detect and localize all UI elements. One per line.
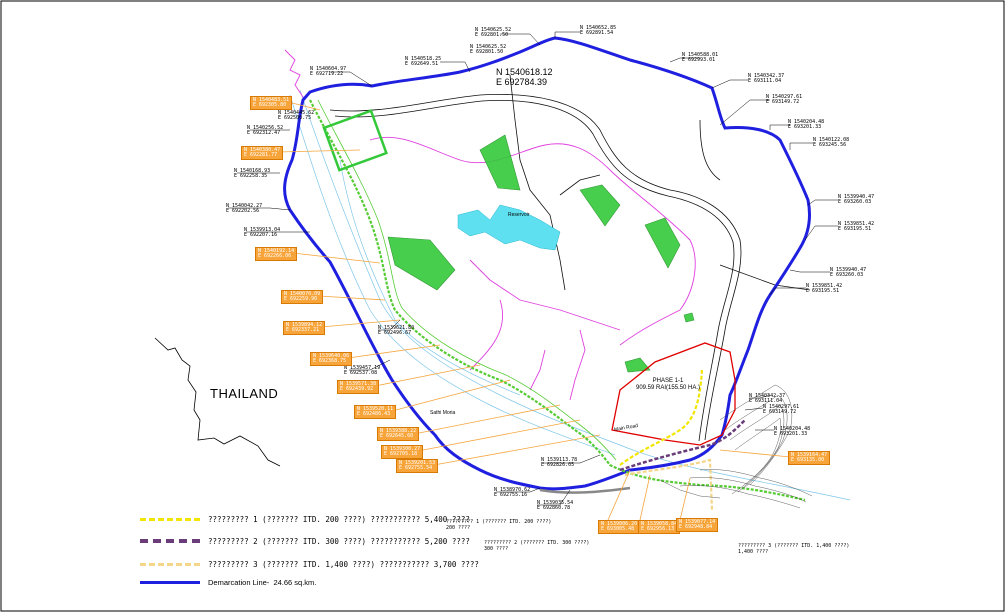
pipeline-3-route	[624, 458, 714, 511]
pipeline-2-route	[619, 419, 746, 472]
legend-pipeline-1: ????????? 1 (??????? ITD. 200 ????) ????…	[140, 513, 470, 525]
boundary-label-top-3: N 1540625.52 E 692801.50	[470, 44, 507, 55]
legend-demarcation: Demarcation Line- 24.66 sq.km.	[140, 576, 316, 588]
callout-13: N 1539058.84 E 692956.13	[638, 520, 681, 534]
pipeline-3-label: ????????? 3 (??????? ITD. 1,400 ????) 1,…	[738, 543, 850, 555]
boundary-label-top-1: N 1540604.97 E 692719.22	[310, 66, 347, 77]
country-border-line	[154, 337, 281, 467]
legend-swatch-pipeline-2	[140, 539, 200, 543]
terrain-contours	[659, 384, 813, 509]
anchor-north: N 1540618.12	[496, 67, 553, 77]
boundary-label-bottom-3: N 1539035.54 E 692860.78	[537, 500, 574, 511]
boundary-label-right-8: N 1539851.42 E 693195.51	[806, 283, 843, 294]
callout-9: N 1539388.22 E 692645.60	[377, 427, 420, 441]
boundary-label-right-4: N 1540122.08 E 693245.56	[813, 137, 850, 148]
phase-label-title: PHASE 1-1	[652, 378, 684, 384]
boundary-label-top-2: N 1540518.25 E 692649.51	[405, 56, 442, 67]
green-corridor	[309, 99, 806, 502]
pipeline-2-label: ????????? 2 (??????? ITD. 300 ????) 300 …	[484, 540, 590, 552]
callout-4: N 1540070.09 E 692259.90	[281, 290, 324, 304]
callout-2: N 1540380.47 E 692281.77	[241, 146, 284, 160]
phase-boundary	[611, 342, 736, 446]
phase-label-area: 909.59 RAI(155.50 HA.)	[636, 385, 701, 391]
boundary-label-east-2: N 1540297.61 E 693149.72	[763, 404, 800, 415]
legend-pipeline-2: ????????? 2 (??????? ITD. 300 ????) ????…	[140, 535, 470, 547]
reservoir-label: Reservoir	[508, 212, 530, 218]
river-line-3	[339, 159, 521, 396]
boundary-label-top-4: N 1540652.85 E 692891.54	[580, 25, 617, 36]
legend-text-pipeline-1: ????????? 1 (??????? ITD. 200 ????) ????…	[208, 514, 470, 524]
green-corridor-edge	[317, 99, 617, 461]
boundary-leaders	[228, 31, 838, 506]
boundary-label-left-4: N 1540042.27 E 692202.56	[226, 203, 263, 214]
legend-text-pipeline-3: ????????? 3 (??????? ITD. 1,400 ????) ??…	[208, 559, 479, 569]
callout-6: N 1539640.06 E 692368.75	[310, 352, 353, 366]
callout-15: N 1539164.47 E 693135.00	[788, 451, 831, 465]
boundary-label-bottom-1: N 1539113.78 E 692826.05	[541, 457, 578, 468]
legend-swatch-pipeline-1	[140, 517, 200, 521]
boundary-label-east-3: N 1540204.48 E 693201.33	[774, 426, 811, 437]
boundary-label-left-5: N 1539913.04 E 692207.16	[244, 227, 281, 238]
reservoir-shape	[457, 204, 561, 251]
country-label: THAILAND	[210, 386, 279, 401]
river-line-2	[289, 94, 616, 456]
legend-pipeline-3: ????????? 3 (??????? ITD. 1,400 ????) ??…	[140, 558, 479, 570]
callout-10: N 1539300.27 E 692705.18	[381, 445, 424, 459]
bottom-road	[539, 486, 631, 494]
boundary-label-right-5: N 1539940.47 E 693260.03	[838, 194, 875, 205]
green-plots	[387, 134, 695, 373]
boundary-label-right-2: N 1540297.61 E 693149.72	[766, 94, 803, 105]
anchor-east: E 692784.39	[496, 77, 548, 87]
boundary-label-bottom-2: N 1538970.62 E 692755.16	[494, 487, 531, 498]
river-line	[299, 89, 851, 501]
legend-swatch-demarcation	[140, 580, 200, 584]
legend-text-demarcation: Demarcation Line- 24.66 sq.km.	[208, 577, 317, 587]
demarcation-boundary	[283, 36, 812, 491]
legend-text-pipeline-2: ????????? 2 (??????? ITD. 300 ????) ????…	[208, 536, 470, 546]
callout-3: N 1540192.14 E 692266.06	[255, 247, 298, 261]
boundary-label-left-1: N 1540445.62 E 692500.75	[278, 110, 315, 121]
boundary-label-right-6: N 1539851.42 E 693195.51	[838, 221, 875, 232]
boundary-label-top-3b: N 1540625.52 E 692801.50	[475, 27, 512, 38]
callout-12: N 1539006.20 E 693005.48	[598, 520, 641, 534]
legend-swatch-pipeline-3	[140, 562, 200, 566]
place-sathi-moria: Sathi Moria	[430, 410, 456, 416]
pipeline-1-route	[619, 369, 704, 466]
callout-8: N 1539520.11 E 692486.43	[354, 405, 397, 419]
boundary-label-left-2: N 1540256.52 E 692312.47	[247, 125, 284, 136]
boundary-label-east-1: N 1540342.37 E 693111.04	[749, 393, 786, 404]
boundary-label-right-1: N 1540342.37 E 693111.04	[748, 73, 785, 84]
callout-7: N 1539571.38 E 692439.92	[337, 380, 380, 394]
boundary-label-top-5: N 1540588.01 E 692993.01	[682, 52, 719, 63]
boundary-label-right-3: N 1540204.48 E 693201.33	[788, 119, 825, 130]
phase-label: PHASE 1-1 909.59 RAI(155.50 HA.)	[636, 378, 700, 392]
callout-14: N 1539077.14 E 692948.84	[676, 518, 719, 532]
callout-1: N 1540483.51 E 692305.80	[250, 96, 293, 110]
boundary-label-mid-2: N 1539457.19 E 692537.08	[344, 365, 381, 376]
boundary-label-left-3: N 1540168.93 E 692258.35	[234, 168, 271, 179]
callout-leaders	[277, 101, 791, 521]
callout-5: N 1539894.12 E 692337.21	[283, 321, 326, 335]
boundary-label-mid-1: N 1539621.80 E 692496.67	[378, 325, 415, 336]
green-parcel	[322, 109, 388, 172]
pipeline-1-label: ????????? 1 (??????? ITD. 200 ????) 200 …	[446, 519, 552, 531]
callout-11: N 1539201.53 E 692755.54	[396, 459, 439, 473]
boundary-label-right-7: N 1539940.47 E 693260.03	[830, 267, 867, 278]
